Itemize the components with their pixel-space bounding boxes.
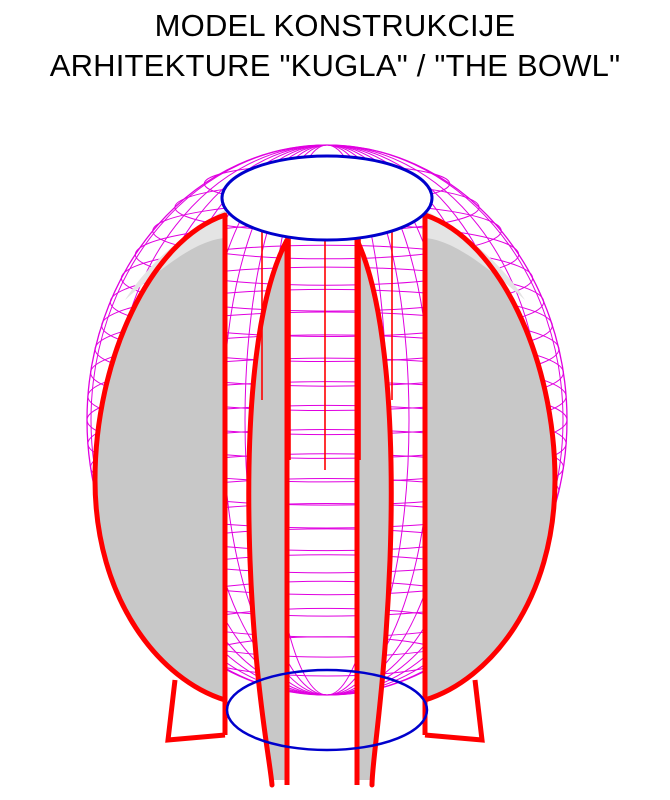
shell-ring xyxy=(109,266,545,337)
shell-ring xyxy=(90,334,564,412)
shell-ring xyxy=(120,244,534,312)
ring-layer xyxy=(220,154,434,752)
left-panel xyxy=(95,215,225,700)
shell-ring xyxy=(87,357,567,436)
right-panel xyxy=(425,215,555,700)
rib-4 xyxy=(354,237,394,788)
top-ring xyxy=(220,154,434,242)
inner-right-panel xyxy=(357,240,392,780)
shell-ring xyxy=(94,311,560,387)
inner-left-panel xyxy=(248,240,287,780)
diagram-title: MODEL KONSTRUKCIJE ARHITEKTURE "KUGLA" /… xyxy=(0,6,670,86)
shell-ring xyxy=(87,404,567,483)
rib-1 xyxy=(92,212,228,703)
bottom-ring xyxy=(225,668,429,752)
title-line-2: ARHITEKTURE "KUGLA" / "THE BOWL" xyxy=(49,48,621,83)
rib-layer xyxy=(92,158,558,788)
leg-left xyxy=(165,679,226,743)
shell-ring xyxy=(101,288,553,363)
rib-2 xyxy=(422,212,558,703)
shell-ring xyxy=(86,381,568,459)
title-line-1: MODEL KONSTRUKCIJE xyxy=(154,8,516,43)
shell-ring xyxy=(90,428,564,506)
shell-meridian xyxy=(90,144,564,696)
leg-right xyxy=(424,679,485,743)
